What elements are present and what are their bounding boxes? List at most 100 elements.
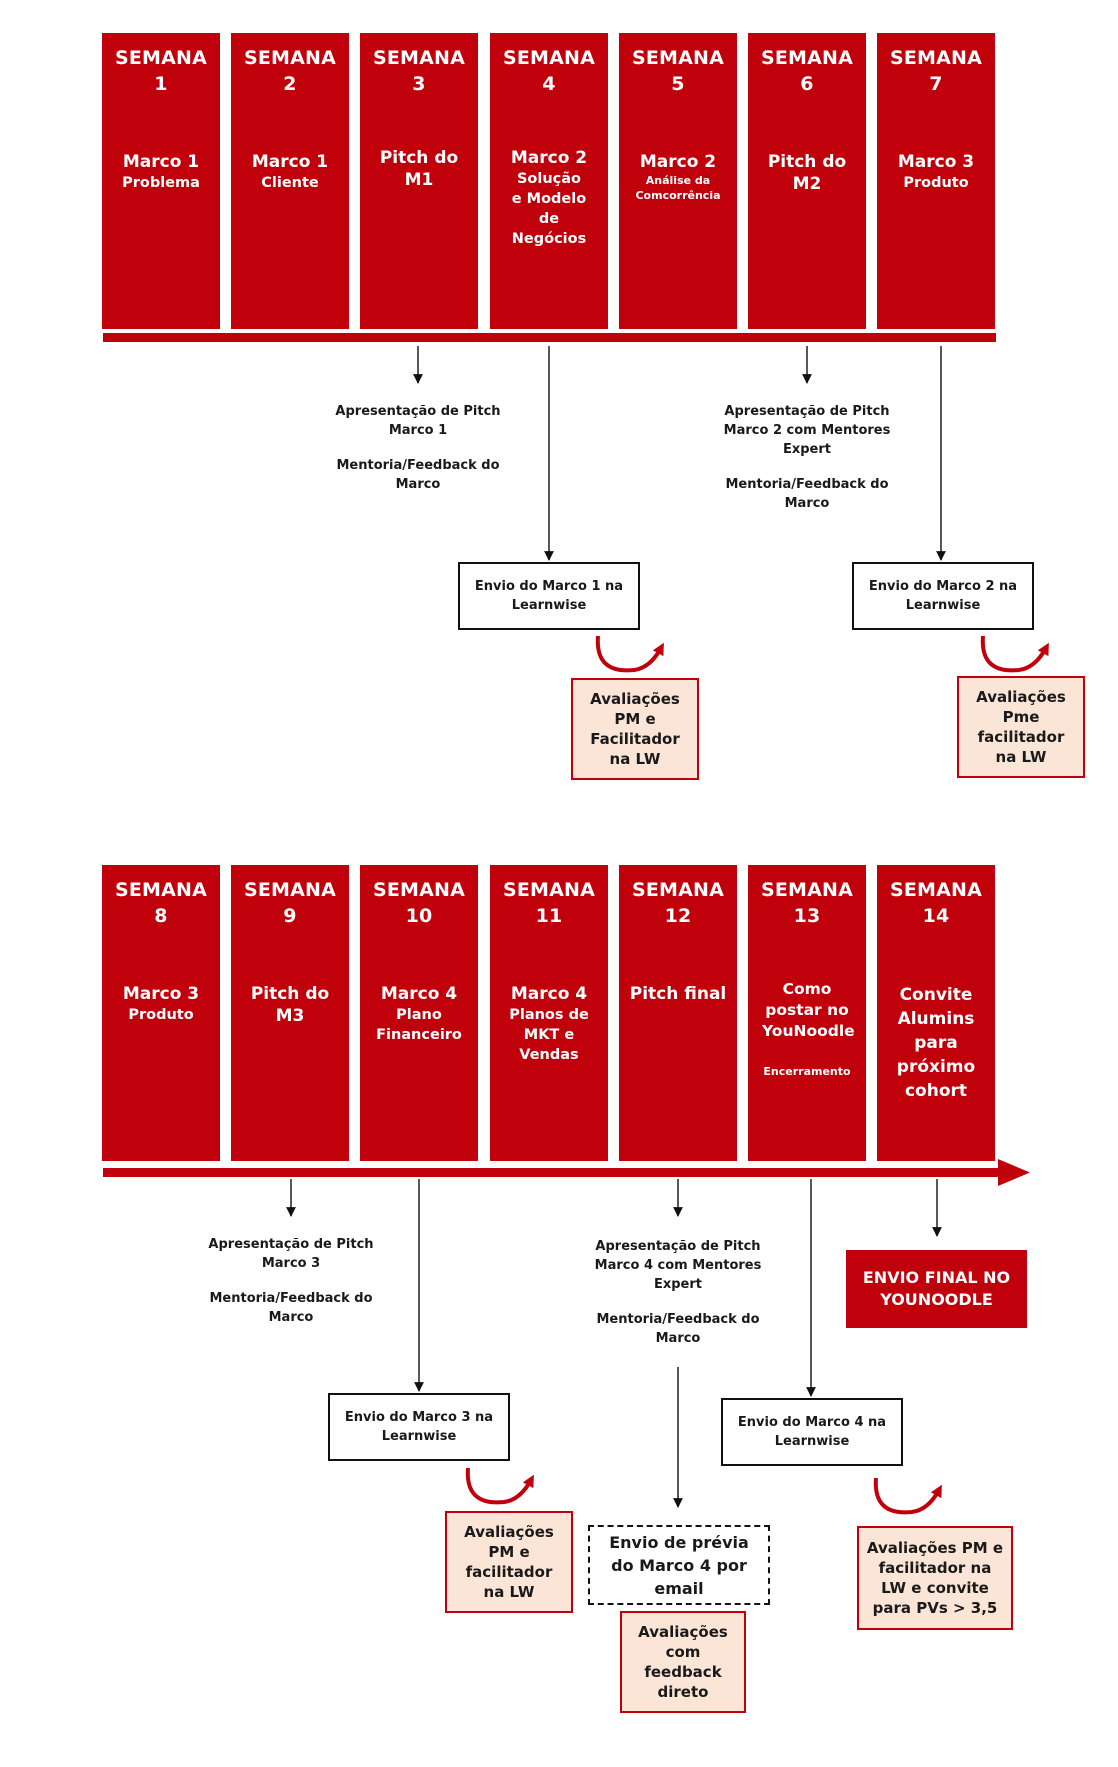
week-title: Pitch do M2 bbox=[767, 152, 847, 194]
note-gap bbox=[573, 1294, 783, 1310]
note-gap bbox=[702, 459, 912, 475]
note-line: Apresentação de Pitch bbox=[335, 404, 501, 419]
week-title: Marco 4 bbox=[510, 984, 588, 1004]
week-label: SEMANA bbox=[243, 47, 337, 69]
note-line: Expert bbox=[782, 442, 831, 457]
week-label: SEMANA bbox=[502, 47, 596, 69]
week-label: SEMANA bbox=[502, 879, 596, 901]
week-subtitle: Financeiro bbox=[376, 1027, 462, 1043]
week-number: 11 bbox=[535, 905, 563, 927]
note-line: Apresentação de Pitch bbox=[724, 404, 890, 419]
note-line: Mentoria/Feedback do bbox=[725, 477, 889, 492]
week-subtitle: de bbox=[538, 211, 560, 227]
week-subtitle: Cliente bbox=[261, 175, 319, 191]
week-title: Convite Alumins para próximo cohort bbox=[896, 985, 976, 1101]
week-number: 14 bbox=[922, 905, 950, 927]
week-number: 6 bbox=[800, 73, 814, 95]
week-number: 8 bbox=[154, 905, 168, 927]
week-label: SEMANA bbox=[243, 879, 337, 901]
curved-arrow-4 bbox=[873, 1477, 942, 1515]
week-subtitle: Produto bbox=[903, 175, 969, 191]
note-line: Mentoria/Feedback do bbox=[209, 1291, 373, 1306]
week-title: Como postar no YouNoodle bbox=[762, 980, 855, 1040]
week-title: Marco 2 bbox=[510, 148, 588, 168]
week-label: SEMANA bbox=[114, 47, 208, 69]
week-label: SEMANA bbox=[631, 879, 725, 901]
note-line: Marco 2 com Mentores bbox=[723, 423, 891, 438]
timeline-bar-top bbox=[103, 333, 996, 342]
note-line: Marco 4 com Mentores bbox=[594, 1258, 762, 1273]
week-label: SEMANA bbox=[889, 47, 983, 69]
curved-arrow-3 bbox=[465, 1467, 534, 1505]
note-line: Marco bbox=[268, 1310, 314, 1325]
week-number: 7 bbox=[929, 73, 943, 95]
week-title: Pitch do M1 bbox=[379, 148, 459, 190]
evaluation-box-3: Avaliações PM e facilitador na LW bbox=[445, 1511, 573, 1613]
final-submission-box: ENVIO FINAL NO YOUNOODLE bbox=[846, 1250, 1027, 1328]
note-pitch-marco-3: Apresentação de Pitch Marco 3 Mentoria/F… bbox=[191, 1235, 391, 1327]
week-title: Marco 3 bbox=[122, 984, 200, 1004]
submission-box-marco-1: Envio do Marco 1 na Learnwise bbox=[458, 562, 640, 630]
week-number: 12 bbox=[664, 905, 692, 927]
preview-email-box: Envio de prévia do Marco 4 por email bbox=[588, 1525, 770, 1605]
week-10: SEMANA 10 Marco 4 Plano Financeiro bbox=[360, 865, 478, 1161]
note-pitch-marco-1: Apresentação de Pitch Marco 1 Mentoria/F… bbox=[318, 402, 518, 494]
submission-box-marco-3: Envio do Marco 3 na Learnwise bbox=[328, 1393, 510, 1461]
week-subtitle: Produto bbox=[128, 1007, 194, 1023]
note-line: Apresentação de Pitch bbox=[595, 1239, 761, 1254]
note-gap bbox=[318, 440, 518, 456]
evaluation-box-4: Avaliações com feedback direto bbox=[620, 1611, 746, 1713]
note-line: Marco 3 bbox=[261, 1256, 321, 1271]
week-number: 1 bbox=[154, 73, 168, 95]
week-8: SEMANA 8 Marco 3 Produto bbox=[102, 865, 220, 1161]
week-subtitle: Vendas bbox=[519, 1047, 579, 1063]
note-line: Mentoria/Feedback do bbox=[336, 458, 500, 473]
week-number: 9 bbox=[283, 905, 297, 927]
week-title: Pitch final bbox=[629, 984, 727, 1004]
week-13: SEMANA 13 Como postar no YouNoodle Encer… bbox=[748, 865, 866, 1161]
week-subtitle: Negócios bbox=[511, 231, 587, 247]
evaluation-box-1: Avaliações PM e Facilitador na LW bbox=[571, 678, 699, 780]
week-subtitle: Comcorrência bbox=[635, 189, 721, 202]
week-number: 4 bbox=[542, 73, 556, 95]
submission-box-marco-4: Envio do Marco 4 na Learnwise bbox=[721, 1398, 903, 1466]
note-line: Apresentação de Pitch bbox=[208, 1237, 374, 1252]
timeline-bar-bottom bbox=[103, 1168, 1001, 1177]
week-number: 10 bbox=[405, 905, 433, 927]
note-line: Marco bbox=[395, 477, 441, 492]
week-number: 2 bbox=[283, 73, 297, 95]
week-label: SEMANA bbox=[760, 47, 854, 69]
week-subtitle: e Modelo bbox=[511, 191, 587, 207]
curved-arrow-1 bbox=[595, 635, 664, 673]
week-4: SEMANA 4 Marco 2 Solução e Modelo de Neg… bbox=[490, 33, 608, 329]
week-label: SEMANA bbox=[114, 879, 208, 901]
week-9: SEMANA 9 Pitch do M3 bbox=[231, 865, 349, 1161]
week-title: Marco 3 bbox=[897, 152, 975, 172]
week-6: SEMANA 6 Pitch do M2 bbox=[748, 33, 866, 329]
week-2: SEMANA 2 Marco 1 Cliente bbox=[231, 33, 349, 329]
week-subtitle: Análise da bbox=[645, 174, 711, 187]
note-pitch-marco-4: Apresentação de Pitch Marco 4 com Mentor… bbox=[573, 1237, 783, 1348]
week-label: SEMANA bbox=[372, 879, 466, 901]
week-subtitle: MKT e bbox=[523, 1027, 575, 1043]
week-title: Marco 1 bbox=[251, 152, 329, 172]
week-label: SEMANA bbox=[889, 879, 983, 901]
week-number: 5 bbox=[671, 73, 685, 95]
week-extra: Encerramento bbox=[763, 1065, 851, 1078]
timeline-arrowhead bbox=[998, 1159, 1030, 1186]
week-subtitle: Problema bbox=[122, 175, 200, 191]
note-pitch-marco-2: Apresentação de Pitch Marco 2 com Mentor… bbox=[702, 402, 912, 513]
week-label: SEMANA bbox=[372, 47, 466, 69]
week-12: SEMANA 12 Pitch final bbox=[619, 865, 737, 1161]
week-subtitle: Solução bbox=[516, 171, 582, 187]
week-label: SEMANA bbox=[760, 879, 854, 901]
week-11: SEMANA 11 Marco 4 Planos de MKT e Vendas bbox=[490, 865, 608, 1161]
note-line: Expert bbox=[653, 1277, 702, 1292]
week-7: SEMANA 7 Marco 3 Produto bbox=[877, 33, 995, 329]
curved-arrow-2 bbox=[980, 635, 1049, 673]
week-5: SEMANA 5 Marco 2 Análise da Comcorrência bbox=[619, 33, 737, 329]
note-line: Mentoria/Feedback do bbox=[596, 1312, 760, 1327]
week-number: 13 bbox=[793, 905, 821, 927]
note-line: Marco 1 bbox=[388, 423, 448, 438]
